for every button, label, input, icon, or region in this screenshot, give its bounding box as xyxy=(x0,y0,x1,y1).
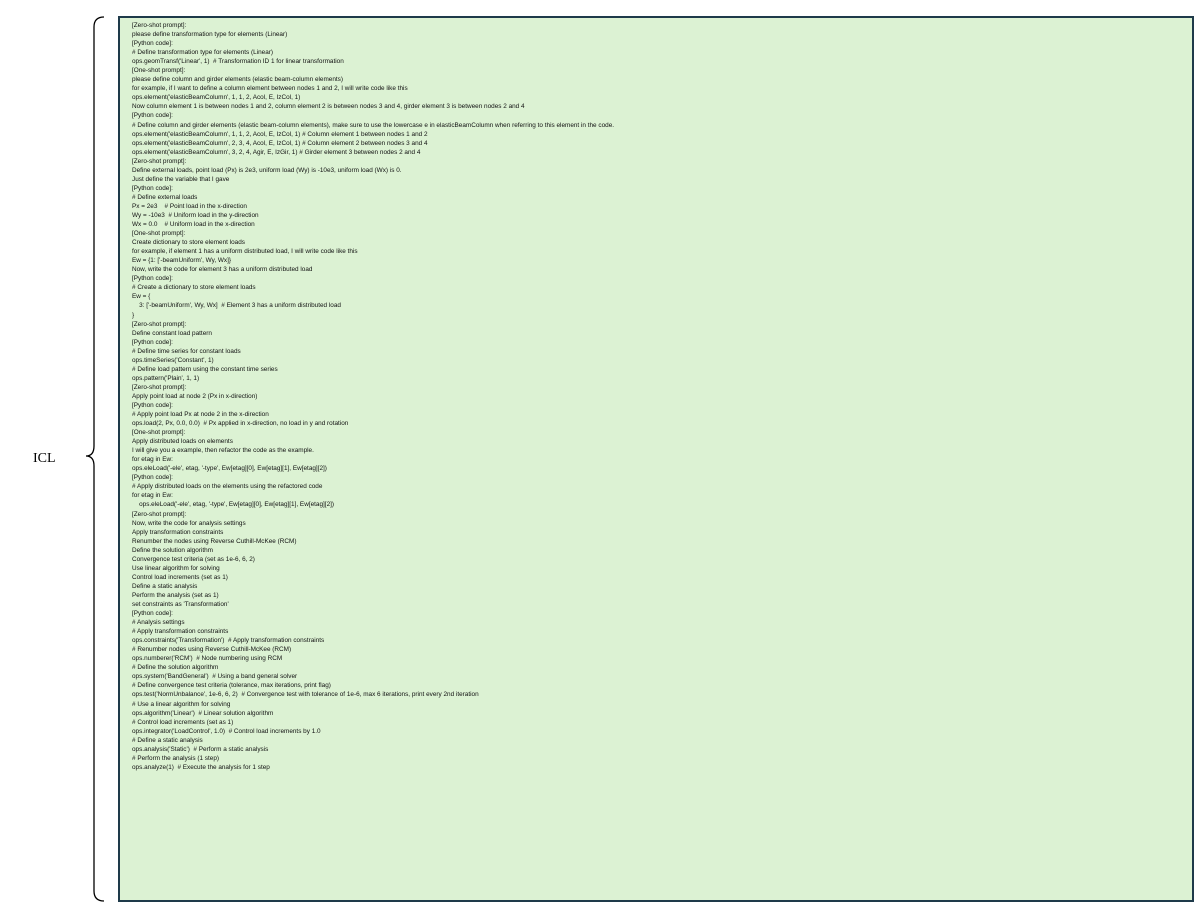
text-line: ops.element('elasticBeamColumn', 1, 1, 2… xyxy=(132,94,301,102)
text-line: Ew = { xyxy=(132,293,151,301)
text-line: [Python code]: xyxy=(132,338,173,346)
text-line: set constraints as 'Transformation' xyxy=(132,601,229,608)
text-line: ops.element('elasticBeamColumn', 3, 2, 4… xyxy=(132,148,421,156)
text-line: # Apply transformation constraints xyxy=(132,628,229,636)
text-line: [Zero-shot prompt]: xyxy=(132,157,187,165)
text-line: Ew = {1: ['-beamUniform', Wy, Wx]} xyxy=(132,257,232,265)
text-line: [One-shot prompt]: xyxy=(132,230,186,238)
text-line: [Zero-shot prompt]: xyxy=(132,22,187,29)
text-line: # Control load increments (set as 1) xyxy=(132,718,234,726)
text-line: Apply transformation constraints xyxy=(132,528,224,536)
text-line: ops.system('BandGeneral') # Using a band… xyxy=(132,673,298,681)
text-line: ops.algorithm('Linear') # Linear solutio… xyxy=(132,709,274,717)
text-line: ops.analyze(1) # Execute the analysis fo… xyxy=(132,763,270,771)
text-line: Control load increments (set as 1) xyxy=(132,573,228,581)
text-line: ops.numberer('RCM') # Node numbering usi… xyxy=(132,655,283,663)
text-line: 3: ['-beamUniform', Wy, Wx] # Element 3 … xyxy=(132,302,341,310)
text-line: Apply point load at node 2 (Px in x-dire… xyxy=(132,392,258,400)
text-line: Renumber the nodes using Reverse Cuthill… xyxy=(132,537,297,545)
text-line: for example, if I want to define a colum… xyxy=(132,85,408,93)
text-line: ops.pattern('Plain', 1, 1) xyxy=(132,374,200,382)
text-line: Define the solution algorithm xyxy=(132,546,213,554)
text-line: [Zero-shot prompt]: xyxy=(132,320,187,328)
text-line: # Define a static analysis xyxy=(132,736,203,744)
prompt-code-panel: [Zero-shot prompt]: please define transfo… xyxy=(118,16,1194,902)
text-line: Define external loads, point load (Px) i… xyxy=(132,166,402,174)
text-line: # Define transformation type for element… xyxy=(132,49,274,57)
text-line: ops.element('elasticBeamColumn', 1, 1, 2… xyxy=(132,130,428,138)
text-line: Now column element 1 is between nodes 1 … xyxy=(132,103,525,111)
text-line: # Use a linear algorithm for solving xyxy=(132,700,231,708)
text-line: Define a static analysis xyxy=(132,582,198,590)
text-line: ops.eleLoad('-ele', etag, '-type', Ew[et… xyxy=(132,465,327,473)
text-line: ops.element('elasticBeamColumn', 2, 3, 4… xyxy=(132,139,428,147)
text-line: [Python code]: xyxy=(132,40,173,48)
text-line: # Define time series for constant loads xyxy=(132,347,241,355)
text-line: } xyxy=(132,311,135,319)
text-line: Perform the analysis (set as 1) xyxy=(132,591,219,599)
text-line: Just define the variable that I gave xyxy=(132,175,230,183)
text-line: [One-shot prompt]: xyxy=(132,67,186,75)
text-line: [Zero-shot prompt]: xyxy=(132,383,187,391)
text-line: Wx = 0.0 # Uniform load in the x-directi… xyxy=(132,221,255,229)
text-line: # Perform the analysis (1 step) xyxy=(132,754,220,762)
text-line: Apply distributed loads on elements xyxy=(132,438,233,446)
prompt-code-lines: [Zero-shot prompt]: please define transfo… xyxy=(132,21,1192,772)
text-line: [Python code]: xyxy=(132,610,173,618)
text-line: # Apply point load Px at node 2 in the x… xyxy=(132,411,269,419)
text-line: Now, write the code for element 3 has a … xyxy=(132,266,313,274)
brace-path xyxy=(85,16,105,902)
text-line: Now, write the code for analysis setting… xyxy=(132,519,246,527)
text-line: ops.integrator('LoadControl', 1.0) # Con… xyxy=(132,727,321,735)
text-line: ops.eleLoad('-ele', etag, '-type', Ew[et… xyxy=(132,501,335,509)
text-line: # Create a dictionary to store element l… xyxy=(132,284,256,292)
text-line: # Define load pattern using the constant… xyxy=(132,365,278,373)
text-line: # Apply distributed loads on the element… xyxy=(132,483,323,491)
text-line: ops.analysis('Static') # Perform a stati… xyxy=(132,745,269,753)
text-line: ops.timeSeries('Constant', 1) xyxy=(132,356,214,364)
text-line: Create dictionary to store element loads xyxy=(132,239,245,247)
text-line: # Define column and girder elements (ela… xyxy=(132,121,615,129)
text-line: ops.constraints('Transformation') # Appl… xyxy=(132,637,325,645)
text-line: ops.load(2, Px, 0.0, 0.0) # Px applied i… xyxy=(132,420,349,428)
text-line: [One-shot prompt]: xyxy=(132,429,186,437)
text-line: # Define external loads xyxy=(132,193,198,201)
text-line: for etag in Ew: xyxy=(132,456,173,464)
text-line: Use linear algorithm for solving xyxy=(132,564,220,572)
text-line: [Python code]: xyxy=(132,112,173,120)
text-line: please define transformation type for el… xyxy=(132,31,288,39)
text-line: # Analysis settings xyxy=(132,619,185,627)
text-line: ops.geomTransf('Linear', 1) # Transforma… xyxy=(132,58,344,66)
text-line: # Renumber nodes using Reverse Cuthill-M… xyxy=(132,646,292,654)
text-line: [Python code]: xyxy=(132,474,173,482)
text-line: Define constant load pattern xyxy=(132,329,212,337)
text-line: [Zero-shot prompt]: xyxy=(132,510,187,518)
text-line: [Python code]: xyxy=(132,184,173,192)
text-line: for etag in Ew: xyxy=(132,492,173,500)
text-line: Wy = -10e3 # Uniform load in the y-direc… xyxy=(132,211,259,219)
text-line: Convergence test criteria (set as 1e-6, … xyxy=(132,555,255,563)
text-line: [Python code]: xyxy=(132,275,173,283)
text-line: I will give you a example, then refactor… xyxy=(132,447,314,455)
text-line: # Define the solution algorithm xyxy=(132,664,219,672)
icl-label: ICL xyxy=(33,451,56,466)
text-line: [Python code]: xyxy=(132,401,173,409)
text-line: for example, if element 1 has a uniform … xyxy=(132,248,358,256)
text-line: ops.test('NormUnbalance', 1e-6, 6, 2) # … xyxy=(132,691,479,699)
text-line: # Define convergence test criteria (tole… xyxy=(132,682,331,690)
text-line: please define column and girder elements… xyxy=(132,76,343,84)
text-line: Px = 2e3 # Point load in the x-direction xyxy=(132,202,247,210)
